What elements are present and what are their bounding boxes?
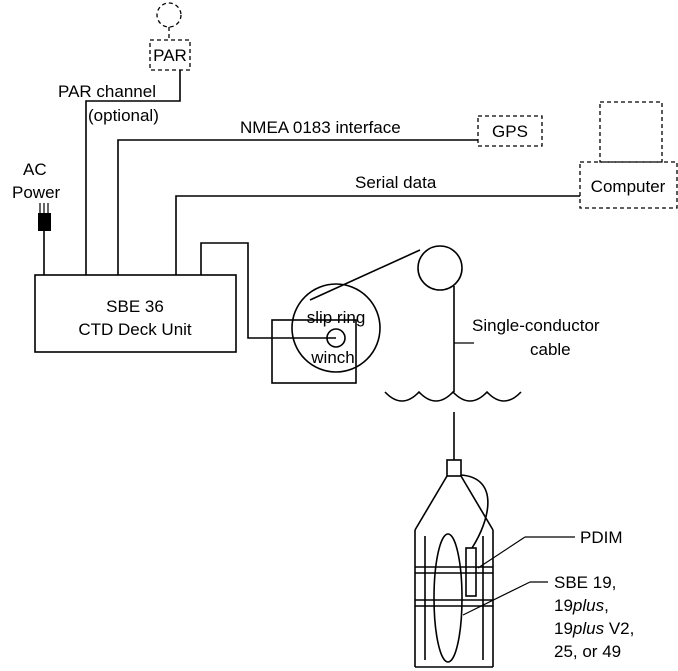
par-sensor-head: [156, 2, 182, 28]
slip-ring-icon: [326, 328, 346, 348]
gps-label: GPS: [492, 122, 528, 141]
winch-frame: [271, 319, 357, 384]
ac-plug-icon: [38, 203, 51, 231]
computer-unit: Computer: [579, 101, 678, 209]
par-channel-label: PAR channel: [58, 82, 156, 101]
cable-label-line2: cable: [530, 340, 571, 359]
nmea-line: [117, 139, 478, 275]
slip-ring-label: slip ring: [307, 308, 366, 327]
sbe-label-line3: 19plus V2,: [554, 619, 634, 638]
par-label: PAR: [153, 46, 187, 65]
pdim-label: PDIM: [580, 528, 623, 547]
sbe-label-line4: 25, or 49: [554, 642, 621, 661]
gps-unit: GPS: [477, 115, 543, 147]
ac-label: AC: [23, 160, 47, 179]
sbe-label-line2: 19plus,: [554, 596, 609, 615]
computer-monitor: [599, 101, 663, 163]
water-surface: [384, 390, 522, 402]
serial-data-line: [175, 195, 580, 275]
sheave: [417, 245, 463, 291]
cable-label-line1: Single-conductor: [472, 316, 600, 335]
computer-label: Computer: [591, 177, 666, 196]
par-sensor: PAR: [149, 2, 191, 71]
serial-data-label: Serial data: [355, 173, 437, 192]
par-channel-line: [85, 70, 181, 275]
deck-unit: SBE 36 CTD Deck Unit: [34, 274, 237, 353]
ctd-cage: [414, 459, 494, 668]
computer-box: [579, 161, 678, 209]
deck-unit-line2: CTD Deck Unit: [78, 320, 192, 339]
deck-unit-line1: SBE 36: [106, 297, 164, 316]
sbe-label-line1: SBE 19,: [554, 573, 616, 592]
deck-to-slipring-cable: [200, 242, 336, 339]
winch-drum: [291, 283, 381, 373]
pdim-leader: [477, 536, 526, 569]
power-label: Power: [12, 183, 61, 202]
winch-label: winch: [310, 348, 354, 367]
winch: slip ring winch: [271, 283, 381, 384]
deck-unit-box: [34, 274, 237, 353]
gps-box: [477, 115, 543, 147]
par-optional-label: (optional): [88, 106, 159, 125]
pdim-unit: [465, 547, 477, 597]
nmea-label: NMEA 0183 interface: [240, 118, 401, 137]
sbe-leader: [462, 581, 531, 616]
sbe-instrument: [433, 474, 489, 663]
